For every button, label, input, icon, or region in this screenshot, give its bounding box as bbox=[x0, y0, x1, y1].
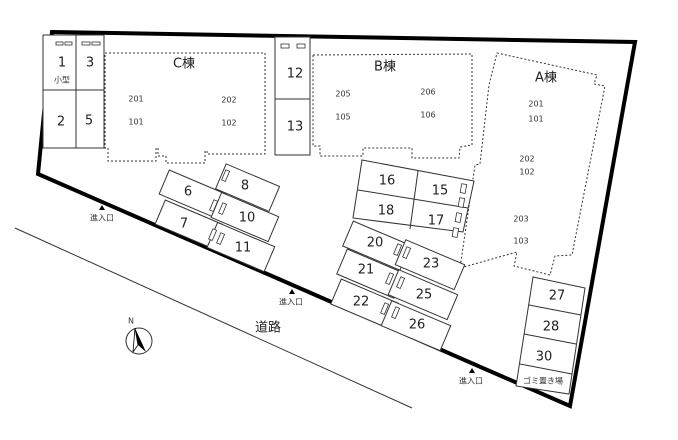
room-a-102: 102 bbox=[519, 168, 534, 177]
stall-3: 3 bbox=[86, 56, 94, 71]
room-b-105: 105 bbox=[335, 113, 350, 122]
room-c-102: 102 bbox=[221, 119, 236, 128]
stall-5: 5 bbox=[85, 114, 93, 129]
room-a-103: 103 bbox=[513, 237, 528, 246]
entrance-label: 進入口 bbox=[90, 214, 114, 223]
stall-2: 2 bbox=[57, 115, 65, 130]
stall-22: 22 bbox=[353, 295, 370, 310]
stall-21: 21 bbox=[358, 263, 375, 278]
stall-30: 30 bbox=[536, 350, 553, 365]
stall-23: 23 bbox=[423, 257, 440, 272]
stall-18: 18 bbox=[378, 204, 395, 219]
building-a-label: A棟 bbox=[535, 71, 557, 86]
room-b-206: 206 bbox=[420, 88, 435, 97]
stall-12: 12 bbox=[287, 67, 304, 82]
stall-8: 8 bbox=[241, 179, 249, 194]
north-label: N bbox=[128, 317, 134, 326]
room-c-201: 201 bbox=[128, 95, 143, 104]
building-c-label: C棟 bbox=[173, 57, 195, 72]
room-c-202: 202 bbox=[221, 96, 236, 105]
parking-block-27-30: 27 28 30 ゴミ置き場 bbox=[515, 276, 586, 395]
parking-block-15-18: 16 15 18 17 bbox=[352, 159, 475, 238]
stall-10: 10 bbox=[239, 211, 256, 226]
road-edge bbox=[14, 227, 413, 409]
building-a: A棟 201 101 202 102 203 103 bbox=[459, 52, 606, 276]
entrance-1: 進入口 bbox=[90, 205, 114, 223]
room-a-101: 101 bbox=[528, 115, 543, 124]
room-b-106: 106 bbox=[420, 111, 435, 120]
room-a-203: 203 bbox=[513, 215, 528, 224]
entrance-3: 進入口 bbox=[459, 368, 483, 386]
garbage-area: ゴミ置き場 bbox=[523, 376, 563, 386]
building-b-label: B棟 bbox=[374, 60, 396, 75]
parking-block-20-26: 20 23 21 25 22 26 bbox=[330, 220, 466, 352]
stall-1-note: 小型 bbox=[54, 76, 70, 85]
entrance-label: 進入口 bbox=[279, 298, 303, 307]
stall-7: 7 bbox=[180, 217, 188, 232]
entrance-marker-icon bbox=[99, 205, 105, 210]
entrance-2: 進入口 bbox=[279, 289, 303, 307]
room-a-201: 201 bbox=[528, 100, 543, 109]
stall-27: 27 bbox=[549, 289, 566, 304]
room-c-101: 101 bbox=[128, 118, 143, 127]
entrance-label: 進入口 bbox=[459, 377, 483, 386]
stall-28: 28 bbox=[543, 320, 560, 335]
parking-block-6-11: 6 7 8 10 11 bbox=[154, 163, 281, 273]
stall-13: 13 bbox=[287, 120, 304, 135]
entrance-marker-icon bbox=[469, 368, 475, 373]
north-compass-icon: N bbox=[125, 317, 153, 355]
stall-16: 16 bbox=[379, 174, 396, 189]
stall-26: 26 bbox=[409, 318, 426, 333]
stall-15: 15 bbox=[432, 184, 449, 199]
road-label: 道路 bbox=[255, 320, 281, 336]
room-b-205: 205 bbox=[335, 90, 350, 99]
stall-6: 6 bbox=[184, 185, 192, 200]
building-c: C棟 201 202 101 102 bbox=[104, 52, 266, 164]
room-a-202: 202 bbox=[519, 155, 534, 164]
parking-block-left: 1 小型 3 2 5 bbox=[42, 34, 105, 149]
parking-block-12-13: 12 13 bbox=[274, 36, 311, 156]
stall-25: 25 bbox=[416, 288, 433, 303]
stall-11: 11 bbox=[235, 241, 252, 256]
stall-1: 1 bbox=[58, 56, 66, 71]
entrance-marker-icon bbox=[289, 289, 295, 294]
building-b: B棟 205 206 105 106 bbox=[312, 53, 473, 159]
stall-17: 17 bbox=[428, 214, 445, 229]
stall-20: 20 bbox=[367, 236, 384, 251]
